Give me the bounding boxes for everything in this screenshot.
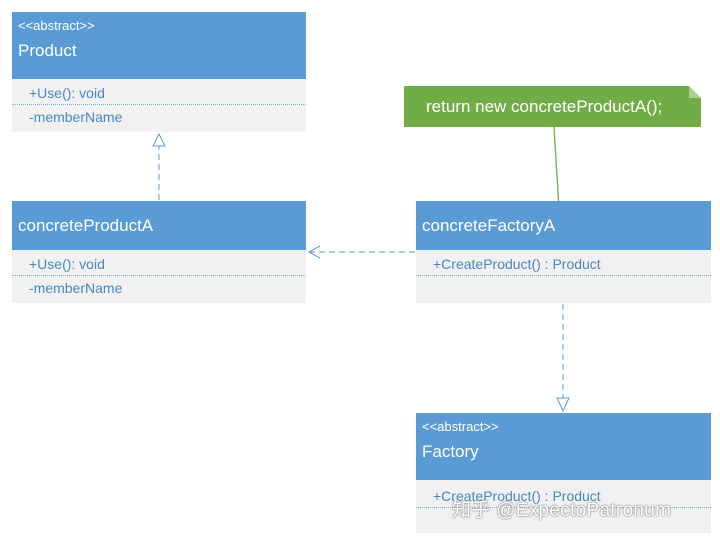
class-product-name: Product (18, 41, 77, 60)
implementation-note[interactable]: return new concreteProductA(); (404, 86, 701, 127)
class-concrete-factory[interactable]: concreteFactoryA +CreateProduct() : Prod… (416, 201, 711, 303)
note-folded-corner (689, 86, 701, 98)
watermark: 知乎 @ExpectoPatronum (452, 500, 672, 521)
realization-arrowhead-factory (556, 397, 570, 413)
realization-arrowhead-product (152, 132, 166, 147)
class-concrete-factory-header: concreteFactoryA (416, 201, 711, 250)
member-use: +Use(): void (12, 81, 306, 105)
dependency-arrowhead-product (307, 245, 321, 259)
class-factory-stereotype: <<abstract>> (422, 419, 499, 434)
member-create-product: +CreateProduct() : Product (416, 484, 711, 508)
class-concrete-factory-members: +CreateProduct() : Product (416, 250, 711, 276)
class-concrete-product[interactable]: concreteProductA +Use(): void -memberNam… (12, 201, 306, 303)
member-membername: -memberName (29, 109, 123, 125)
class-concrete-product-name: concreteProductA (18, 216, 154, 235)
class-product-members: +Use(): void -memberName (12, 79, 306, 129)
class-factory-header: <<abstract>> Factory (416, 413, 711, 480)
class-factory-members: +CreateProduct() : Product (416, 480, 711, 508)
class-product-stereotype: <<abstract>> (18, 18, 95, 33)
class-concrete-product-header: concreteProductA (12, 201, 306, 250)
class-concrete-factory-name: concreteFactoryA (422, 216, 556, 235)
class-product-header: <<abstract>> Product (12, 12, 306, 79)
class-concrete-product-members: +Use(): void -memberName (12, 250, 306, 300)
member-use: +Use(): void (12, 252, 306, 276)
member-membername: -memberName (29, 280, 123, 296)
class-product[interactable]: <<abstract>> Product +Use(): void -membe… (12, 12, 306, 132)
class-factory-name: Factory (422, 442, 479, 461)
member-create-product: +CreateProduct() : Product (416, 252, 711, 276)
note-text: return new concreteProductA(); (426, 97, 663, 116)
class-factory[interactable]: <<abstract>> Factory +CreateProduct() : … (416, 413, 711, 533)
